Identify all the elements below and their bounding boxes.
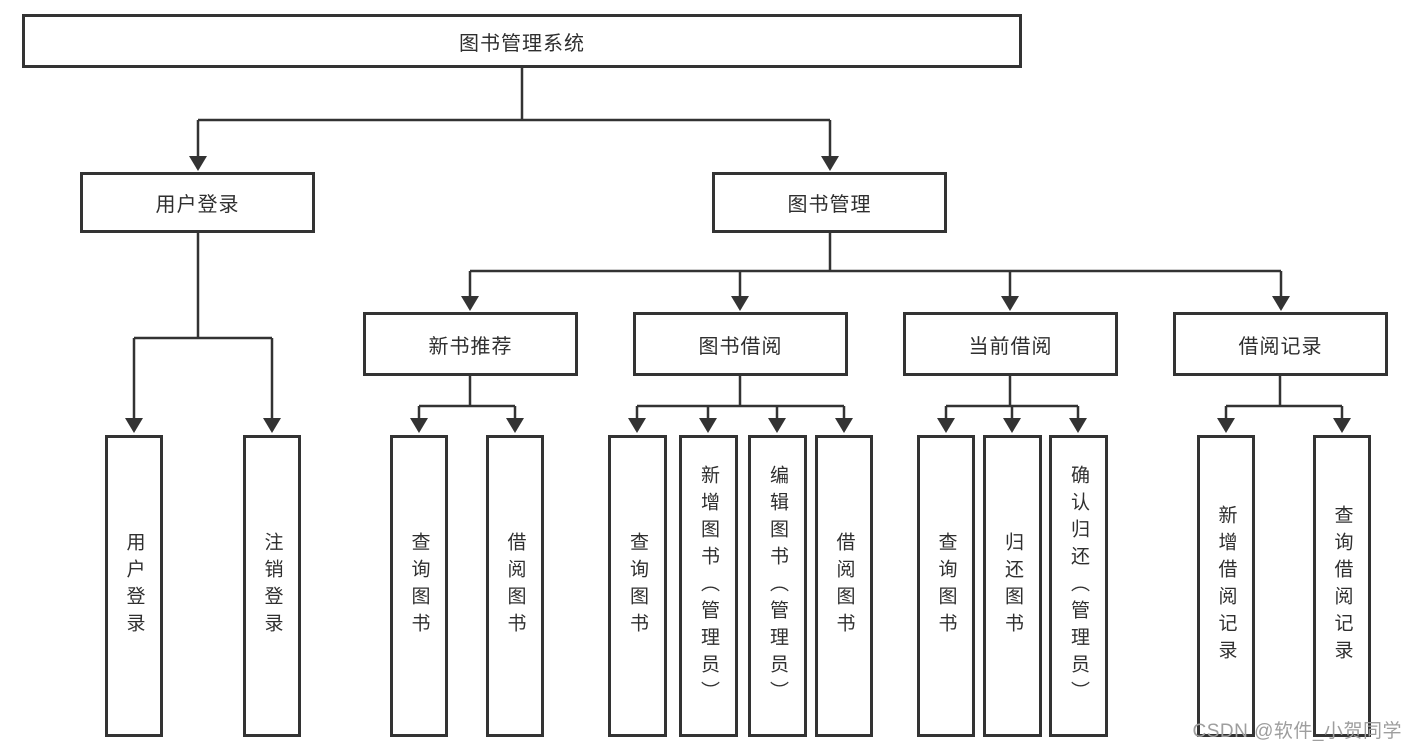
leaf-borrow-books-borrow-label: 借阅图书 (833, 532, 855, 640)
leaf-query-books-recommend-label: 查询图书 (408, 532, 430, 640)
leaf-query-books-recommend: 查询图书 (390, 435, 448, 737)
leaf-return-book: 归还图书 (983, 435, 1042, 737)
node-new-book-recommend-label: 新书推荐 (428, 335, 513, 358)
leaf-add-book-admin-label: 新增图书（管理员） (698, 464, 719, 708)
leaf-logout-label: 注销登录 (261, 532, 283, 640)
leaf-logout: 注销登录 (243, 435, 301, 737)
node-book-management: 图书管理 (712, 172, 947, 233)
csdn-watermark: CSDN @软件_小贺同学 (1192, 721, 1402, 742)
node-borrow-records-label: 借阅记录 (1238, 335, 1323, 358)
node-book-borrow: 图书借阅 (633, 312, 848, 376)
node-new-book-recommend: 新书推荐 (363, 312, 578, 376)
leaf-add-borrow-record-label: 新增借阅记录 (1215, 505, 1237, 667)
node-user-login: 用户登录 (80, 172, 315, 233)
leaf-confirm-return-admin: 确认归还（管理员） (1049, 435, 1108, 737)
node-current-borrow-label: 当前借阅 (968, 335, 1053, 358)
leaf-query-books-borrow-label: 查询图书 (627, 532, 648, 640)
leaf-query-books-current-label: 查询图书 (935, 532, 957, 640)
leaf-user-login: 用户登录 (105, 435, 163, 737)
node-root-label: 图书管理系统 (459, 32, 585, 55)
node-root: 图书管理系统 (22, 14, 1022, 68)
leaf-add-book-admin: 新增图书（管理员） (679, 435, 738, 737)
leaf-query-books-current: 查询图书 (917, 435, 975, 737)
leaf-add-borrow-record: 新增借阅记录 (1197, 435, 1255, 737)
leaf-confirm-return-admin-label: 确认归还（管理员） (1068, 464, 1089, 708)
node-current-borrow: 当前借阅 (903, 312, 1118, 376)
leaf-return-book-label: 归还图书 (1002, 532, 1023, 640)
node-borrow-records: 借阅记录 (1173, 312, 1388, 376)
leaf-query-borrow-record-label: 查询借阅记录 (1331, 505, 1353, 667)
leaf-query-books-borrow: 查询图书 (608, 435, 667, 737)
leaf-borrow-books-recommend: 借阅图书 (486, 435, 544, 737)
leaf-edit-book-admin-label: 编辑图书（管理员） (767, 464, 788, 708)
leaf-borrow-books-recommend-label: 借阅图书 (504, 532, 526, 640)
node-user-login-label: 用户登录 (155, 194, 240, 216)
leaf-edit-book-admin: 编辑图书（管理员） (748, 435, 807, 737)
leaf-borrow-books-borrow: 借阅图书 (815, 435, 873, 737)
leaf-query-borrow-record: 查询借阅记录 (1313, 435, 1371, 737)
leaf-user-login-label: 用户登录 (123, 532, 145, 640)
node-book-management-label: 图书管理 (787, 194, 872, 216)
node-book-borrow-label: 图书借阅 (698, 335, 783, 358)
